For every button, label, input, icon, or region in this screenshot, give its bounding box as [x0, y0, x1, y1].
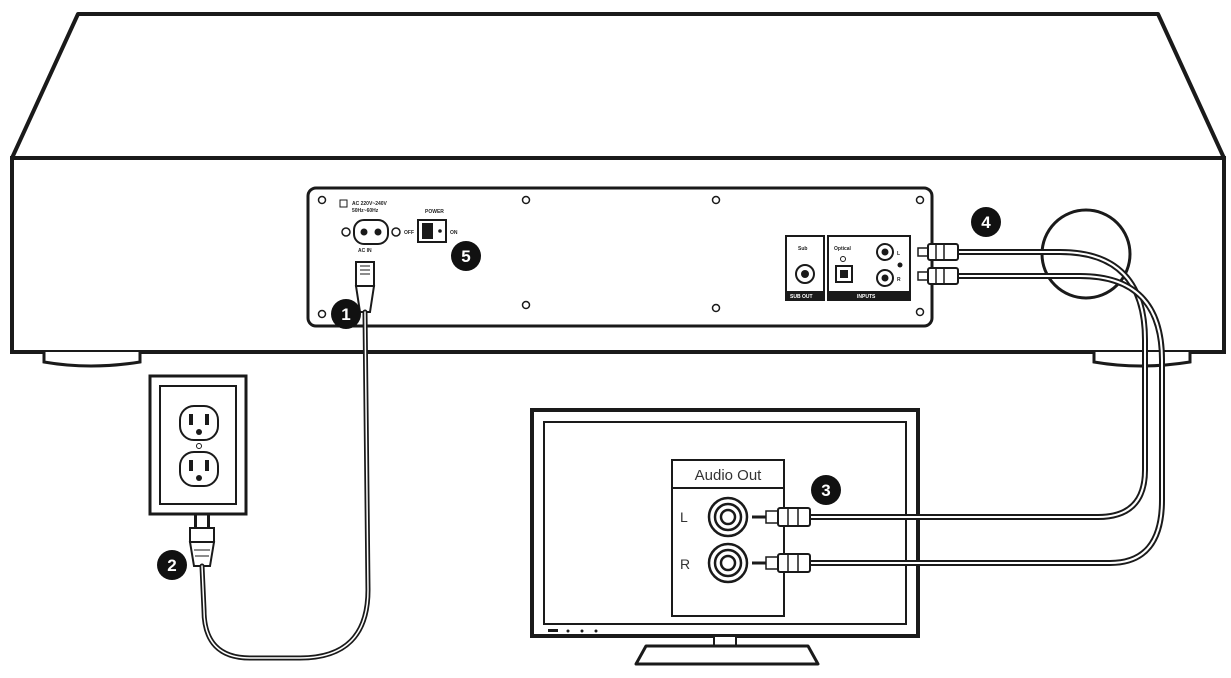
svg-text:4: 4 [981, 213, 991, 232]
ac-inlet-label: AC IN [358, 248, 372, 254]
sub-bottom-label: SUB OUT [790, 294, 813, 300]
rca-plugs-tv [752, 507, 811, 573]
ac-inlet: AC IN [341, 219, 401, 254]
svg-text:1: 1 [341, 305, 350, 324]
svg-text:5: 5 [461, 247, 470, 266]
ac-rating-line2: 50Hz~60Hz [352, 208, 379, 214]
callout-4: 4 [971, 207, 1001, 237]
callout-5: 5 [451, 241, 481, 271]
sub-label: Sub [798, 246, 807, 252]
wall-outlet [148, 374, 248, 516]
inputs-port-group: Optical L R INPUTS [827, 235, 911, 301]
wall-plug [188, 514, 216, 567]
tv-audio-out-panel: Audio Out L R [671, 459, 785, 617]
rca-left-label: L [897, 251, 900, 257]
power-cord-plug [354, 261, 376, 313]
rca-right-label: R [897, 277, 901, 283]
ac-rating-line1: AC 220V~240V [352, 201, 388, 207]
television: Audio Out L R [530, 408, 920, 666]
audio-out-title: Audio Out [695, 467, 763, 484]
sub-out-port: Sub SUB OUT [785, 235, 825, 301]
svg-text:3: 3 [821, 481, 830, 500]
power-label: POWER [425, 209, 444, 215]
callout-2: 2 [157, 550, 187, 580]
power-switch[interactable]: POWER OFF ON [404, 209, 458, 243]
rca-plugs-speaker [917, 243, 959, 285]
jack-right-label: R [680, 556, 690, 572]
optical-label: Optical [834, 246, 852, 252]
rear-panel: AC 220V~240V 50Hz~60Hz AC IN POWER OFF O… [306, 186, 934, 328]
callout-1: 1 [331, 299, 361, 329]
svg-text:2: 2 [167, 556, 176, 575]
power-on-label: ON [450, 230, 458, 236]
inputs-label: INPUTS [857, 294, 876, 300]
callout-3: 3 [811, 475, 841, 505]
jack-left-label: L [680, 509, 688, 525]
rca-cables [810, 208, 1165, 566]
power-off-label: OFF [404, 230, 414, 236]
